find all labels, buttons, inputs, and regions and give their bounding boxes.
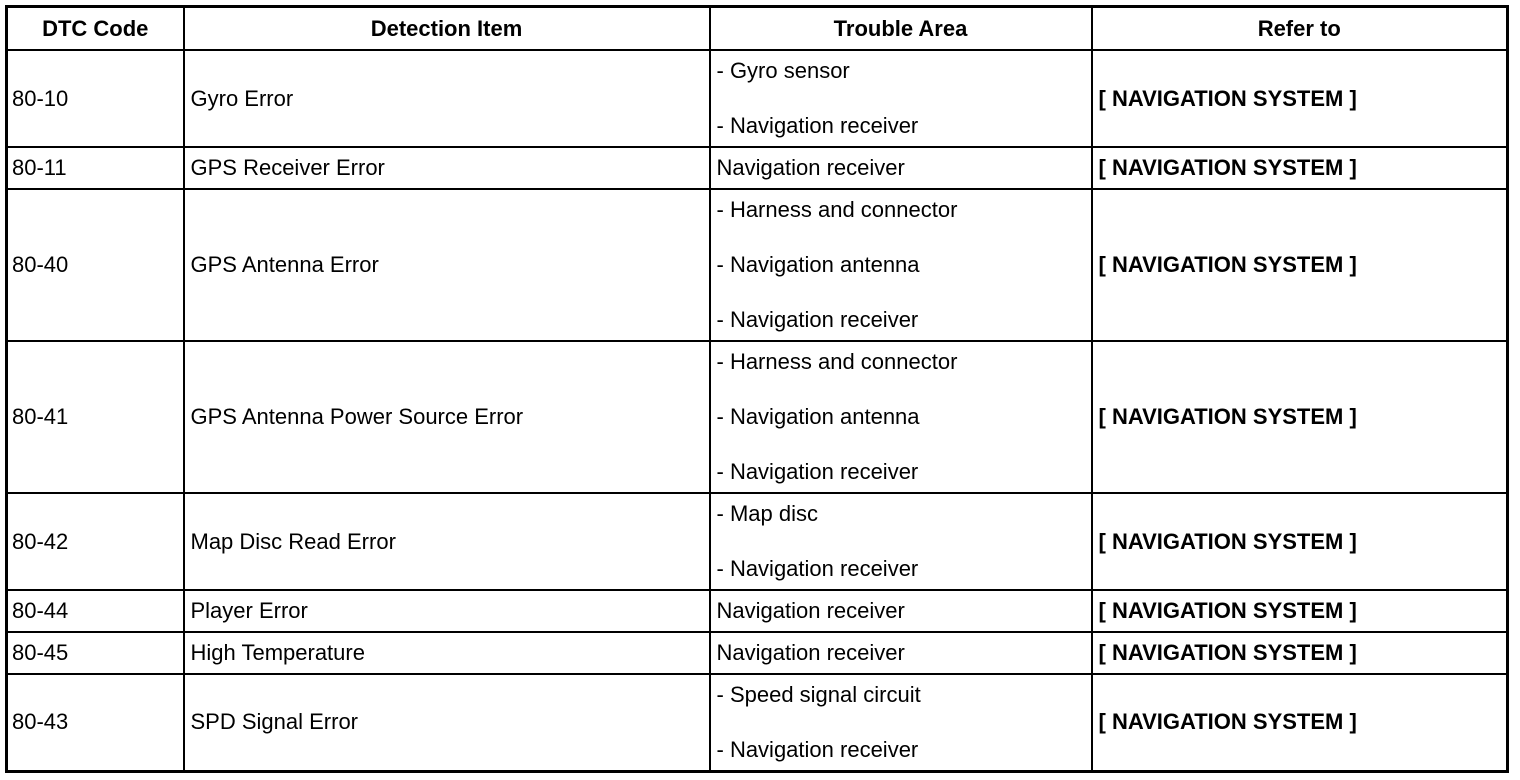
header-trouble-area: Trouble Area: [708, 5, 1093, 51]
refer-to-link[interactable]: [ NAVIGATION SYSTEM ]: [1090, 49, 1509, 148]
trouble-area-list: - Harness and connector - Navigation ante…: [717, 349, 1085, 485]
trouble-area-list: - Speed signal circuit - Navigation recei…: [717, 682, 1085, 763]
refer-to-link[interactable]: [ NAVIGATION SYSTEM ]: [1090, 188, 1509, 342]
trouble-area-line: - Navigation receiver: [716, 113, 919, 138]
trouble-area-list: - Gyro sensor - Navigation receiver: [717, 58, 1085, 139]
trouble-area-list: - Map disc - Navigation receiver: [717, 501, 1085, 582]
refer-to-link[interactable]: [ NAVIGATION SYSTEM ]: [1090, 631, 1509, 675]
trouble-area-list: Navigation receiver: [717, 155, 1085, 181]
trouble-area-cell: - Harness and connector - Navigation ante…: [708, 188, 1093, 342]
trouble-area-line: - Navigation antenna: [716, 252, 920, 277]
header-detection-item: Detection Item: [182, 5, 711, 51]
trouble-area-cell: - Map disc - Navigation receiver: [708, 492, 1093, 591]
trouble-area-line: - Navigation antenna: [716, 404, 920, 429]
detection-item-cell: GPS Antenna Error: [182, 188, 711, 342]
trouble-area-line: - Gyro sensor: [716, 58, 850, 83]
header-row: DTC Code Detection Item Trouble Area Ref…: [5, 5, 1509, 51]
trouble-area-list: Navigation receiver: [717, 598, 1085, 624]
refer-to-link[interactable]: [ NAVIGATION SYSTEM ]: [1090, 673, 1509, 772]
dtc-table: DTC Code Detection Item Trouble Area Ref…: [5, 5, 1509, 773]
refer-to-link[interactable]: [ NAVIGATION SYSTEM ]: [1090, 340, 1509, 494]
header-refer-to: Refer to: [1090, 5, 1509, 51]
detection-item-cell: High Temperature: [182, 631, 711, 675]
trouble-area-cell: Navigation receiver: [708, 146, 1093, 190]
trouble-area-cell: - Harness and connector - Navigation ante…: [708, 340, 1093, 494]
trouble-area-list: Navigation receiver: [717, 640, 1085, 666]
trouble-area-line: - Navigation receiver: [716, 307, 919, 332]
detection-item-cell: GPS Antenna Power Source Error: [182, 340, 711, 494]
dtc-code-cell: 80-11: [5, 146, 185, 190]
dtc-code-cell: 80-45: [5, 631, 185, 675]
trouble-area-line: - Navigation receiver: [716, 459, 919, 484]
trouble-area-cell: - Speed signal circuit - Navigation recei…: [708, 673, 1093, 772]
detection-item-cell: SPD Signal Error: [182, 673, 711, 772]
trouble-area-line: - Harness and connector: [716, 349, 958, 374]
dtc-code-cell: 80-43: [5, 673, 185, 772]
trouble-area-line: - Map disc: [716, 501, 818, 526]
refer-to-link[interactable]: [ NAVIGATION SYSTEM ]: [1090, 492, 1509, 591]
refer-to-link[interactable]: [ NAVIGATION SYSTEM ]: [1090, 589, 1509, 633]
trouble-area-line: - Navigation receiver: [716, 556, 919, 581]
trouble-area-line: - Navigation receiver: [716, 736, 919, 762]
detection-item-cell: Player Error: [182, 589, 711, 633]
trouble-area-cell: Navigation receiver: [708, 589, 1093, 633]
detection-item-cell: Map Disc Read Error: [182, 492, 711, 591]
trouble-area-cell: Navigation receiver: [708, 631, 1093, 675]
trouble-area-line: - Harness and connector: [716, 197, 958, 222]
dtc-code-cell: 80-44: [5, 589, 185, 633]
header-dtc-code: DTC Code: [5, 5, 185, 51]
trouble-area-line: Navigation receiver: [716, 640, 905, 665]
trouble-area-list: - Harness and connector - Navigation ante…: [717, 197, 1085, 333]
dtc-code-cell: 80-41: [5, 340, 185, 494]
detection-item-cell: GPS Receiver Error: [182, 146, 711, 190]
detection-item-cell: Gyro Error: [182, 49, 711, 148]
trouble-area-cell: - Gyro sensor - Navigation receiver: [708, 49, 1093, 148]
trouble-area-line: - Speed signal circuit: [716, 681, 921, 707]
trouble-area-line: Navigation receiver: [716, 155, 905, 180]
dtc-code-cell: 80-10: [5, 49, 185, 148]
trouble-area-line: Navigation receiver: [716, 598, 905, 623]
dtc-code-cell: 80-40: [5, 188, 185, 342]
refer-to-link[interactable]: [ NAVIGATION SYSTEM ]: [1090, 146, 1509, 190]
dtc-code-cell: 80-42: [5, 492, 185, 591]
